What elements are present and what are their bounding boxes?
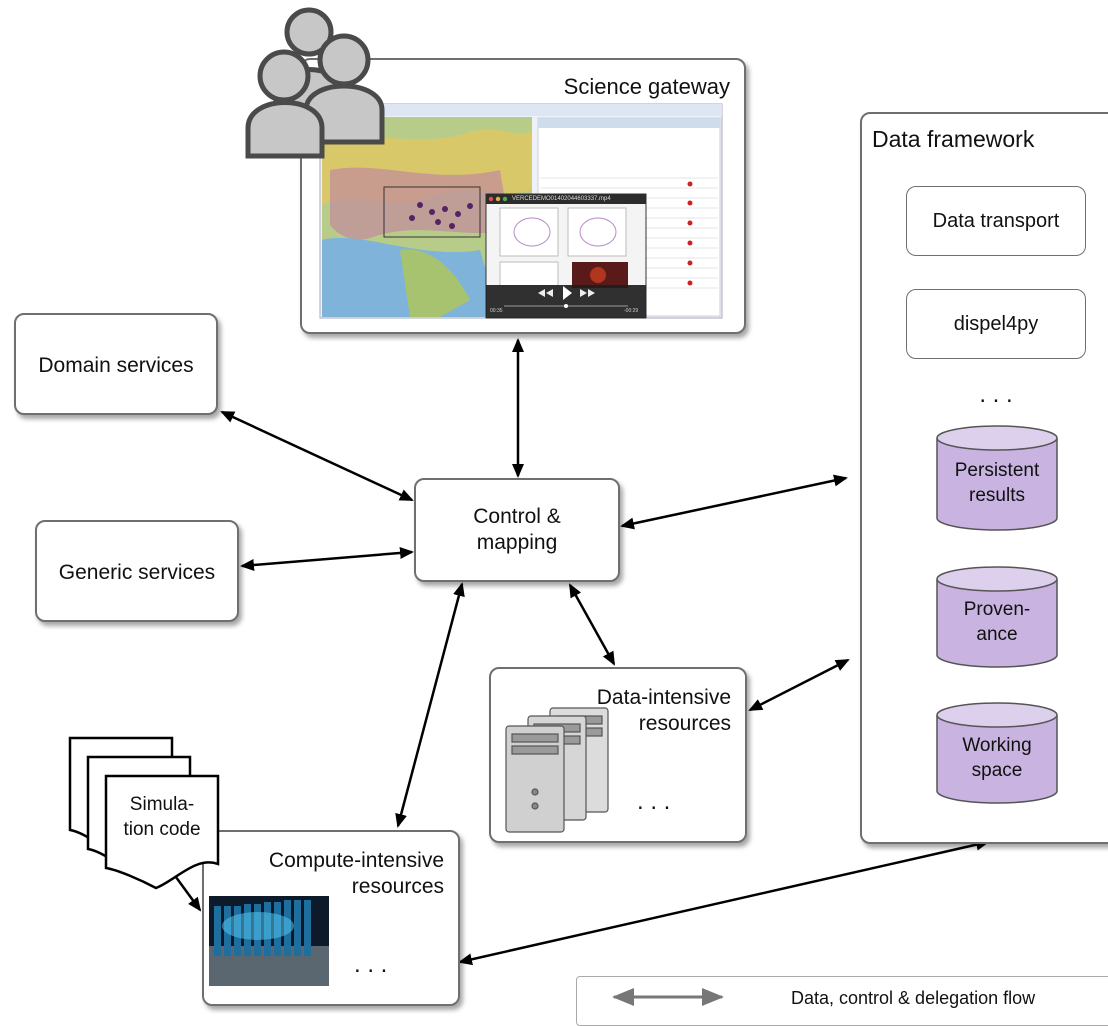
simulation-code-label: Simula- tion code	[123, 794, 201, 840]
arrow-compute-framework	[458, 838, 990, 966]
arrow-data-framework	[748, 658, 850, 712]
domain-services-label: Domain services	[38, 354, 194, 377]
data-transport-box[interactable]: Data transport	[906, 186, 1086, 256]
arrow-domain-control	[220, 410, 414, 502]
domain-services-box[interactable]: Domain services	[14, 313, 218, 415]
arrow-control-compute	[395, 582, 465, 828]
control-mapping-label: Control & mapping	[473, 505, 561, 554]
compute-intensive-ellipsis: . . .	[354, 951, 388, 978]
generic-services-box[interactable]: Generic services	[35, 520, 239, 622]
data-intensive-label: Data-intensive resources	[596, 686, 731, 735]
document-page	[104, 774, 220, 890]
arrow-control-framework	[620, 474, 848, 530]
arrow-control-data	[568, 583, 616, 666]
control-mapping-box[interactable]: Control & mapping	[414, 478, 620, 582]
generic-services-label: Generic services	[58, 561, 216, 584]
data-transport-label: Data transport	[932, 210, 1060, 232]
working-space-cylinder	[936, 702, 1058, 804]
provenance-label: Proven-ance	[963, 599, 1031, 645]
science-gateway-title: Science gateway	[563, 74, 730, 99]
video-title: VERCEDEMO01402044603337.mp4	[512, 196, 611, 202]
provenance-cylinder	[936, 566, 1058, 668]
server-tower	[505, 725, 565, 833]
video-time-start: 00:35	[490, 308, 503, 314]
persistent-results-cylinder	[936, 425, 1058, 531]
data-framework-ellipsis: . . .	[979, 381, 1013, 408]
data-framework-title: Data framework	[872, 126, 1035, 152]
dispel4py-label: dispel4py	[953, 313, 1039, 335]
video-time-end: -00:29	[624, 308, 639, 314]
data-intensive-ellipsis: . . .	[637, 788, 671, 815]
compute-intensive-label: Compute-intensive resources	[268, 849, 444, 898]
arrow-generic-control	[240, 547, 414, 571]
legend-label: Data, control & delegation flow	[791, 988, 1036, 1008]
dispel4py-box[interactable]: dispel4py	[906, 289, 1086, 359]
